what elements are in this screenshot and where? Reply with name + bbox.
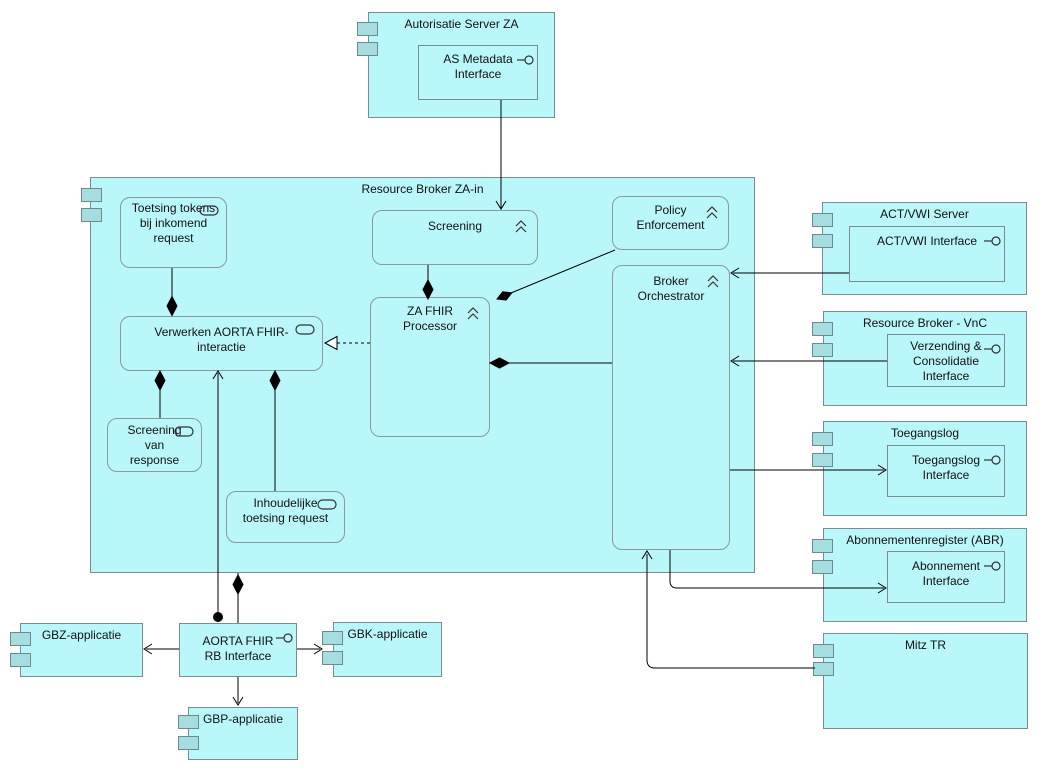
service-screening-van-response[interactable]: Screening van response [107,418,202,472]
process-label: Screening [427,219,483,233]
component-tab-icon [178,715,199,729]
interface-label: ACT/VWI Interface [876,234,978,248]
connector-aortainterface-to-gbp [232,677,244,706]
process-za-fhir-processor[interactable]: ZA FHIR Processor [370,297,490,437]
process-chevron-icon [704,204,720,224]
interface-act-vwi[interactable]: ACT/VWI Interface [849,226,1005,282]
component-title: GBP-applicatie [202,712,284,726]
component-tab-icon [813,644,834,658]
component-title: Abonnementenregister (ABR) [846,533,1004,547]
component-title: ACT/VWI Server [880,207,969,221]
component-gbz-applicatie[interactable]: GBZ-applicatie [20,623,143,677]
interface-label-line2: RB Interface [204,649,272,663]
lollipop-interface-icon [984,235,1001,250]
interface-label-line1: AORTA FHIR [202,634,274,648]
interface-aorta-fhir-rb[interactable]: AORTA FHIR RB Interface [179,623,297,677]
component-tab-icon [10,653,31,667]
interface-verzending-consolidatie[interactable]: Verzending & Consolidatie Interface [887,334,1005,387]
service-oval-icon [174,426,194,441]
interface-label: Verzending & Consolidatie Interface [910,339,982,383]
service-label: Verwerken AORTA FHIR-interactie [154,325,289,354]
component-tab-icon [812,322,833,336]
process-broker-orchestrator[interactable]: Broker Orchestrator [612,265,730,550]
component-gbk-applicatie[interactable]: GBK-applicatie [333,622,442,677]
process-chevron-icon [705,273,721,293]
process-label: Broker Orchestrator [637,274,705,303]
lollipop-interface-icon [276,632,293,647]
component-tab-icon [812,539,833,553]
interface-abonnement[interactable]: Abonnement Interface [887,551,1005,603]
interface-as-metadata[interactable]: AS Metadata Interface [418,45,538,100]
service-oval-icon [295,324,315,339]
process-screening[interactable]: Screening [372,210,538,265]
component-tab-icon [812,432,833,446]
component-title: Toegangslog [890,426,960,440]
lollipop-interface-icon [984,454,1001,469]
component-title: GBZ-applicatie [41,628,122,642]
component-gbp-applicatie[interactable]: GBP-applicatie [188,707,298,760]
component-tab-icon [357,22,378,36]
component-tab-icon [812,560,833,574]
component-tab-icon [322,631,343,645]
connector-aortainterface-to-gbz [143,643,179,655]
component-tab-icon [812,343,833,357]
component-tab-icon [812,234,833,248]
component-title: Mitz TR [904,638,947,652]
component-tab-icon [10,632,31,646]
component-tab-icon [813,662,834,676]
interface-label: Toegangslog Interface [911,453,981,482]
service-label: Screening van response [127,423,182,467]
service-verwerken-aorta-fhir-interactie[interactable]: Verwerken AORTA FHIR-interactie [120,316,323,371]
service-toetsing-tokens[interactable]: Toetsing tokens bij inkomend request [120,197,227,268]
service-label: Toetsing tokens bij inkomend request [131,201,216,245]
connector-container-to-aortainterface [232,573,244,623]
service-oval-icon [199,205,219,220]
component-title: GBK-applicatie [347,627,428,641]
component-tab-icon [357,42,378,56]
service-inhoudelijke-toetsing-request[interactable]: Inhoudelijke toetsing request [226,491,345,543]
process-label: ZA FHIR Processor [402,304,458,333]
component-tab-icon [322,651,343,665]
interface-toegangslog[interactable]: Toegangslog Interface [887,445,1005,497]
interface-label: Abonnement Interface [911,559,981,588]
component-tab-icon [178,736,199,750]
component-tab-icon [81,208,102,222]
service-oval-icon [317,499,337,514]
component-tab-icon [812,453,833,467]
process-chevron-icon [465,305,481,325]
component-mitz-tr[interactable]: Mitz TR [823,633,1028,729]
component-tab-icon [812,213,833,227]
process-chevron-icon [513,218,529,238]
container-title: Resource Broker ZA-in [361,182,484,196]
component-title: Resource Broker - VnC [862,316,988,330]
process-label: Policy Enforcement [636,203,705,232]
service-label: Inhoudelijke toetsing request [242,496,329,525]
component-tab-icon [81,188,102,202]
component-title: Autorisatie Server ZA [404,17,519,31]
process-policy-enforcement[interactable]: Policy Enforcement [612,196,729,250]
lollipop-interface-icon [984,560,1001,575]
lollipop-interface-icon [517,54,534,69]
connector-aortainterface-to-gbk [297,643,323,655]
interface-label: AS Metadata Interface [443,52,513,81]
lollipop-interface-icon [984,343,1001,358]
